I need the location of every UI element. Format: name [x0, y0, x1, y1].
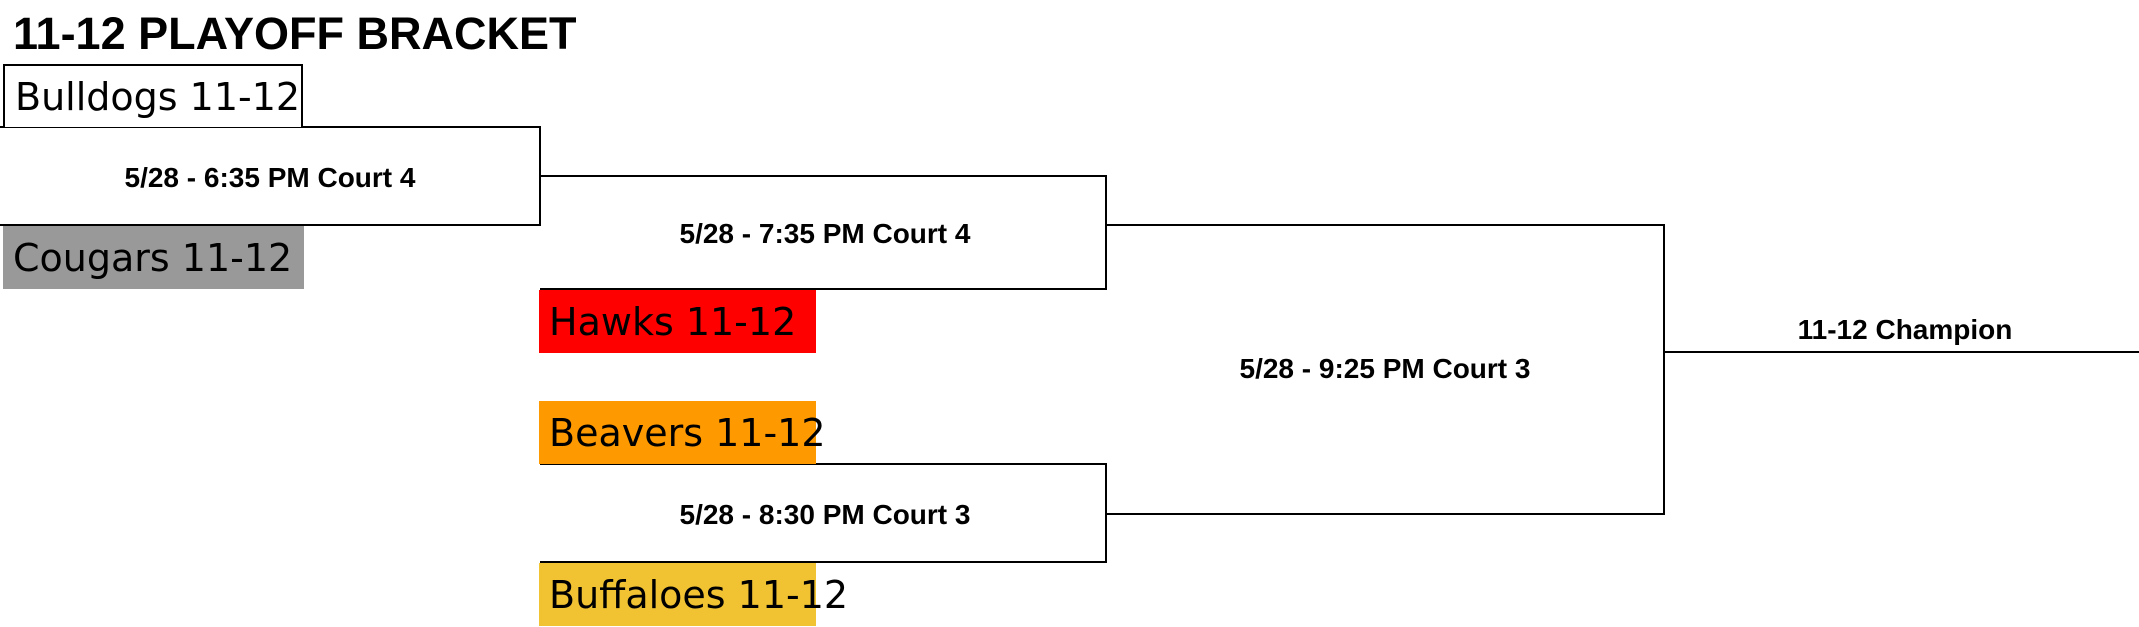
team-beavers: Beavers 11-12 [539, 401, 826, 464]
team-buffaloes-label: Buffaloes 11-12 [549, 572, 849, 617]
game-3-schedule: 5/28 - 8:30 PM Court 3 [679, 499, 971, 530]
game-1-schedule: 5/28 - 6:35 PM Court 4 [124, 162, 416, 193]
champion-label: 11-12 Champion [1797, 314, 2013, 345]
team-cougars-label: Cougars 11-12 [13, 235, 293, 280]
team-hawks-label: Hawks 11-12 [549, 299, 797, 344]
bracket-line-game-2 [540, 175, 1107, 290]
bracket-line-game-4 [1106, 224, 1665, 515]
team-hawks: Hawks 11-12 [539, 290, 816, 353]
team-bulldogs-label: Bulldogs 11-12 [15, 74, 301, 119]
game-4-schedule: 5/28 - 9:25 PM Court 3 [1239, 353, 1531, 384]
team-buffaloes: Buffaloes 11-12 [539, 563, 848, 626]
team-cougars: Cougars 11-12 [3, 226, 304, 289]
team-beavers-label: Beavers 11-12 [549, 410, 826, 455]
page-title: 11-12 PLAYOFF BRACKET [13, 8, 577, 59]
game-2-schedule: 5/28 - 7:35 PM Court 4 [679, 218, 971, 249]
team-bulldogs: Bulldogs 11-12 [3, 64, 303, 127]
